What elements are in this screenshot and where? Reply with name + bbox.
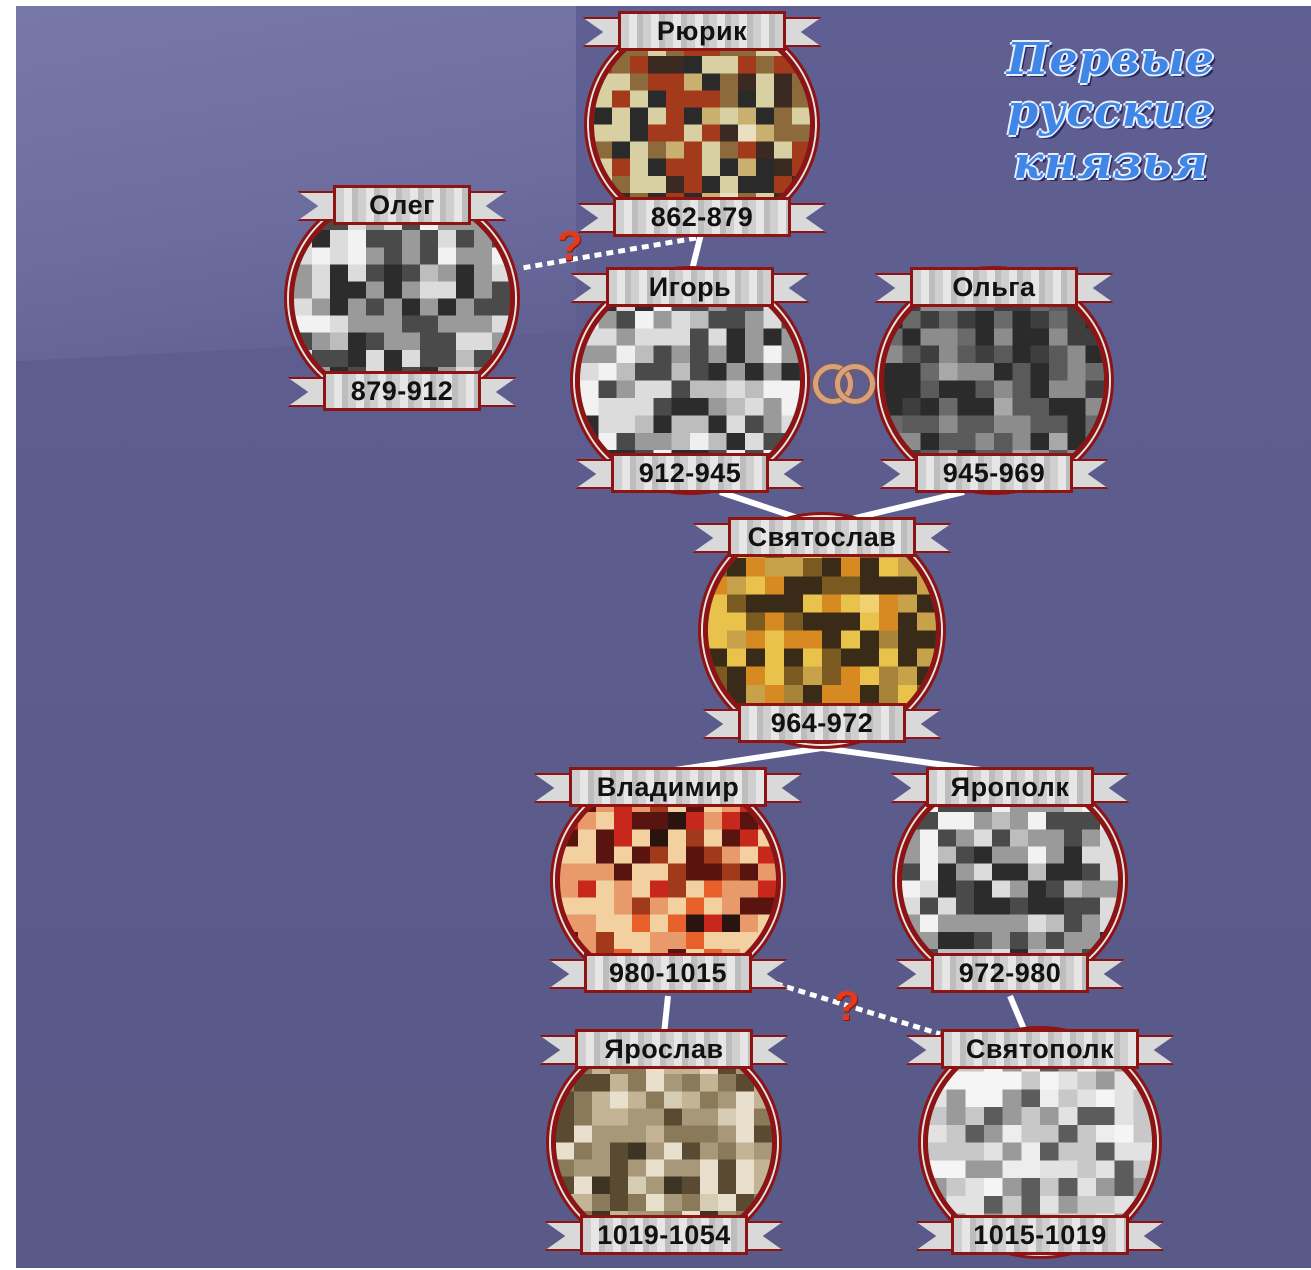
- slide-canvas: Первые русские князья Рюрик 862-879 Олег 87…: [16, 6, 1311, 1268]
- question-mark-oleg: ?: [557, 222, 583, 270]
- name-ribbon-olga: Ольга: [874, 267, 1114, 305]
- name-ribbon-svyatoslav: Святослав: [692, 517, 952, 555]
- ribbon-band: 862-879: [613, 197, 791, 237]
- ribbon-band: Ольга: [910, 267, 1078, 307]
- name-ribbon-igor: Игорь: [570, 267, 810, 305]
- years-ribbon-yaropolk: 972-980: [895, 953, 1125, 991]
- ribbon-band: 879-912: [323, 371, 481, 411]
- link-rurik-oleg: [522, 238, 696, 268]
- ribbon-band: 972-980: [931, 953, 1089, 993]
- slide-title: Первые русские князья: [941, 34, 1281, 190]
- years-ribbon-yaroslav-text: 1019-1054: [597, 1220, 731, 1251]
- name-ribbon-rurik-text: Рюрик: [657, 16, 747, 47]
- years-ribbon-igor-text: 912-945: [639, 458, 742, 489]
- years-ribbon-igor: 912-945: [575, 453, 805, 491]
- name-ribbon-vladimir: Владимир: [533, 767, 803, 805]
- years-ribbon-vladimir-text: 980-1015: [609, 958, 727, 989]
- years-ribbon-svyatopolk: 1015-1019: [915, 1215, 1165, 1253]
- title-line-1: Первые: [941, 34, 1281, 86]
- name-ribbon-svyatopolk-text: Святополк: [966, 1034, 1114, 1065]
- title-line-2: русские: [941, 86, 1281, 138]
- name-ribbon-oleg-text: Олег: [369, 190, 435, 221]
- name-ribbon-rurik: Рюрик: [582, 11, 822, 49]
- ribbon-band: 1019-1054: [580, 1215, 748, 1255]
- years-ribbon-svyatoslav-text: 964-972: [771, 708, 874, 739]
- portrait-image: [294, 196, 510, 401]
- name-ribbon-svyatoslav-text: Святослав: [748, 522, 897, 553]
- ribbon-band: Владимир: [569, 767, 767, 807]
- name-ribbon-yaropolk-text: Ярополк: [951, 772, 1070, 803]
- years-ribbon-oleg-text: 879-912: [351, 376, 454, 407]
- name-ribbon-yaroslav: Ярослав: [539, 1029, 789, 1067]
- ribbon-band: Святослав: [728, 517, 916, 557]
- name-ribbon-yaropolk: Ярополк: [890, 767, 1130, 805]
- name-ribbon-svyatopolk: Святополк: [905, 1029, 1175, 1067]
- name-ribbon-olga-text: Ольга: [952, 272, 1035, 303]
- ribbon-band: 1015-1019: [951, 1215, 1129, 1255]
- name-ribbon-igor-text: Игорь: [649, 272, 731, 303]
- ribbon-band: 945-969: [915, 453, 1073, 493]
- name-ribbon-yaroslav-text: Ярослав: [604, 1034, 723, 1065]
- ribbon-band: Ярослав: [575, 1029, 753, 1069]
- ribbon-band: 964-972: [738, 703, 906, 743]
- ribbon-band: 980-1015: [584, 953, 752, 993]
- ribbon-band: Олег: [333, 185, 471, 225]
- years-ribbon-vladimir: 980-1015: [548, 953, 788, 991]
- question-mark-svyatopolk: ?: [834, 982, 860, 1030]
- portrait-image: [556, 1040, 772, 1245]
- years-ribbon-oleg: 879-912: [287, 371, 517, 409]
- years-ribbon-olga: 945-969: [879, 453, 1109, 491]
- ribbon-band: Ярополк: [926, 767, 1094, 807]
- years-ribbon-svyatoslav: 964-972: [702, 703, 942, 741]
- name-ribbon-oleg: Олег: [297, 185, 507, 223]
- wedding-rings-icon: [807, 360, 877, 400]
- ribbon-band: Святополк: [941, 1029, 1139, 1069]
- ribbon-band: 912-945: [611, 453, 769, 493]
- years-ribbon-yaroslav: 1019-1054: [544, 1215, 784, 1253]
- years-ribbon-olga-text: 945-969: [943, 458, 1046, 489]
- years-ribbon-svyatopolk-text: 1015-1019: [973, 1220, 1107, 1251]
- ring-right: [835, 364, 875, 404]
- title-line-3: князья: [941, 138, 1281, 190]
- years-ribbon-rurik-text: 862-879: [651, 202, 754, 233]
- portrait-image: [594, 22, 810, 227]
- portrait-image: [902, 778, 1118, 983]
- name-ribbon-vladimir-text: Владимир: [597, 772, 739, 803]
- ribbon-band: Игорь: [606, 267, 774, 307]
- ribbon-band: Рюрик: [618, 11, 786, 51]
- years-ribbon-rurik: 862-879: [577, 197, 827, 235]
- years-ribbon-yaropolk-text: 972-980: [959, 958, 1062, 989]
- portrait-image: [560, 778, 776, 983]
